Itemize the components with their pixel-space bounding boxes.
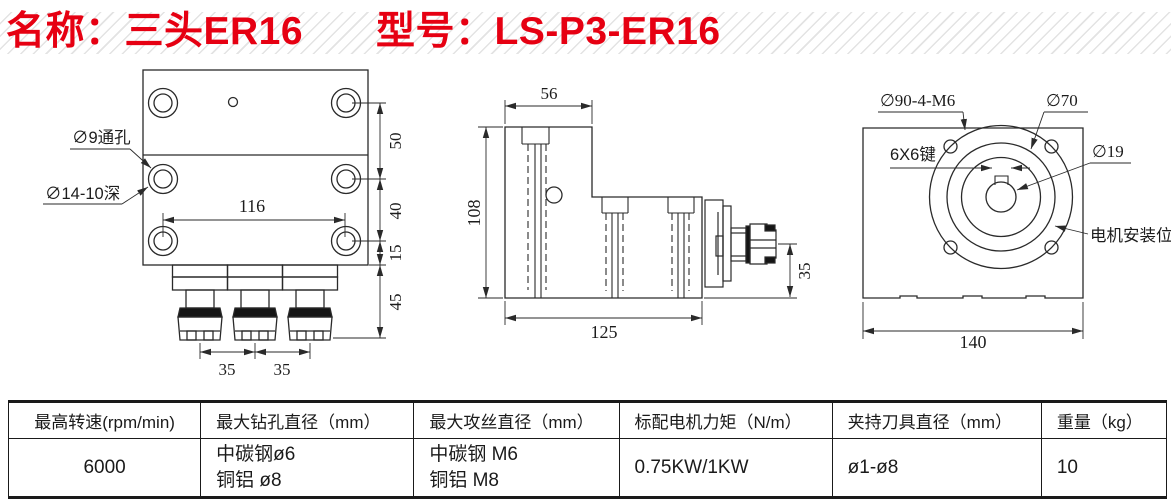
- value-max-tap-dia: 中碳钢 M6 铜铝 M8: [413, 438, 620, 498]
- value-max-drill-dia: 中碳钢ø6 铜铝 ø8: [200, 438, 415, 498]
- header-hatch-band: [0, 12, 1171, 54]
- spindle-er-collet: [704, 199, 777, 288]
- page-title: 名称：三头ER16 型号：LS-P3-ER16: [0, 8, 1171, 56]
- label-bolt-circle: ∅90-4-M6: [880, 91, 955, 110]
- header-max-tap-dia: 最大攻丝直径（mm）: [413, 401, 620, 439]
- header-motor-torque: 标配电机力矩（N/m）: [618, 401, 833, 439]
- side-view-drawing: [478, 100, 797, 325]
- dim-56: 56: [541, 84, 558, 103]
- dim-140: 140: [960, 332, 987, 352]
- label-d70: ∅70: [1046, 91, 1078, 110]
- dim-35-left: 35: [219, 360, 236, 379]
- value-motor-torque: 0.75KW/1KW: [618, 438, 833, 498]
- value-tool-clamp-dia: ø1-ø8: [831, 438, 1042, 498]
- dim-116: 116: [239, 196, 265, 216]
- spec-value-row: 6000 中碳钢ø6 铜铝 ø8 中碳钢 M6 铜铝 M8 0.75KW/1KW…: [7, 438, 1168, 498]
- label-through-hole: ∅9通孔: [72, 128, 131, 147]
- header-tool-clamp-dia: 夹持刀具直径（mm）: [831, 401, 1042, 439]
- side-view-texts: 56 108 125 35: [464, 84, 814, 342]
- dim-15: 15: [386, 245, 405, 262]
- dim-125: 125: [591, 322, 618, 342]
- dim-35-side: 35: [795, 263, 814, 280]
- label-motor-mount: 电机安装位: [1090, 226, 1171, 245]
- product-name-title: 名称：三头ER16: [6, 10, 304, 53]
- dim-45: 45: [386, 294, 405, 311]
- dim-35-right: 35: [274, 360, 291, 379]
- collet-chucks: [171, 264, 339, 341]
- front-view-drawing: [43, 69, 386, 359]
- rear-view-drawing: [862, 111, 1131, 339]
- label-counterbore: ∅14-10深: [45, 184, 120, 203]
- spec-header-row: 最高转速(rpm/min) 最大钻孔直径（mm） 最大攻丝直径（mm） 标配电机…: [7, 401, 1168, 439]
- value-weight: 10: [1040, 438, 1168, 498]
- value-max-speed: 6000: [7, 438, 202, 498]
- label-key: 6X6键: [890, 145, 936, 164]
- dim-108: 108: [464, 200, 484, 227]
- header-max-drill-dia: 最大钻孔直径（mm）: [200, 401, 415, 439]
- dim-40: 40: [386, 203, 405, 220]
- dim-50: 50: [386, 133, 405, 150]
- product-model-title: 型号：LS-P3-ER16: [376, 10, 721, 53]
- rear-view-texts: ∅90-4-M6 ∅70 ∅19 6X6键 电机安装位 140: [880, 91, 1171, 352]
- technical-drawings: ∅9通孔 ∅14-10深 116 50 40 15 45 35 35: [43, 69, 1171, 379]
- front-view-texts: ∅9通孔 ∅14-10深 116 50 40 15 45 35 35: [45, 128, 405, 379]
- header-weight: 重量（kg）: [1040, 401, 1168, 439]
- spec-table: 最高转速(rpm/min) 最大钻孔直径（mm） 最大攻丝直径（mm） 标配电机…: [7, 400, 1168, 499]
- label-d19: ∅19: [1092, 142, 1124, 161]
- header-max-speed: 最高转速(rpm/min): [7, 401, 202, 439]
